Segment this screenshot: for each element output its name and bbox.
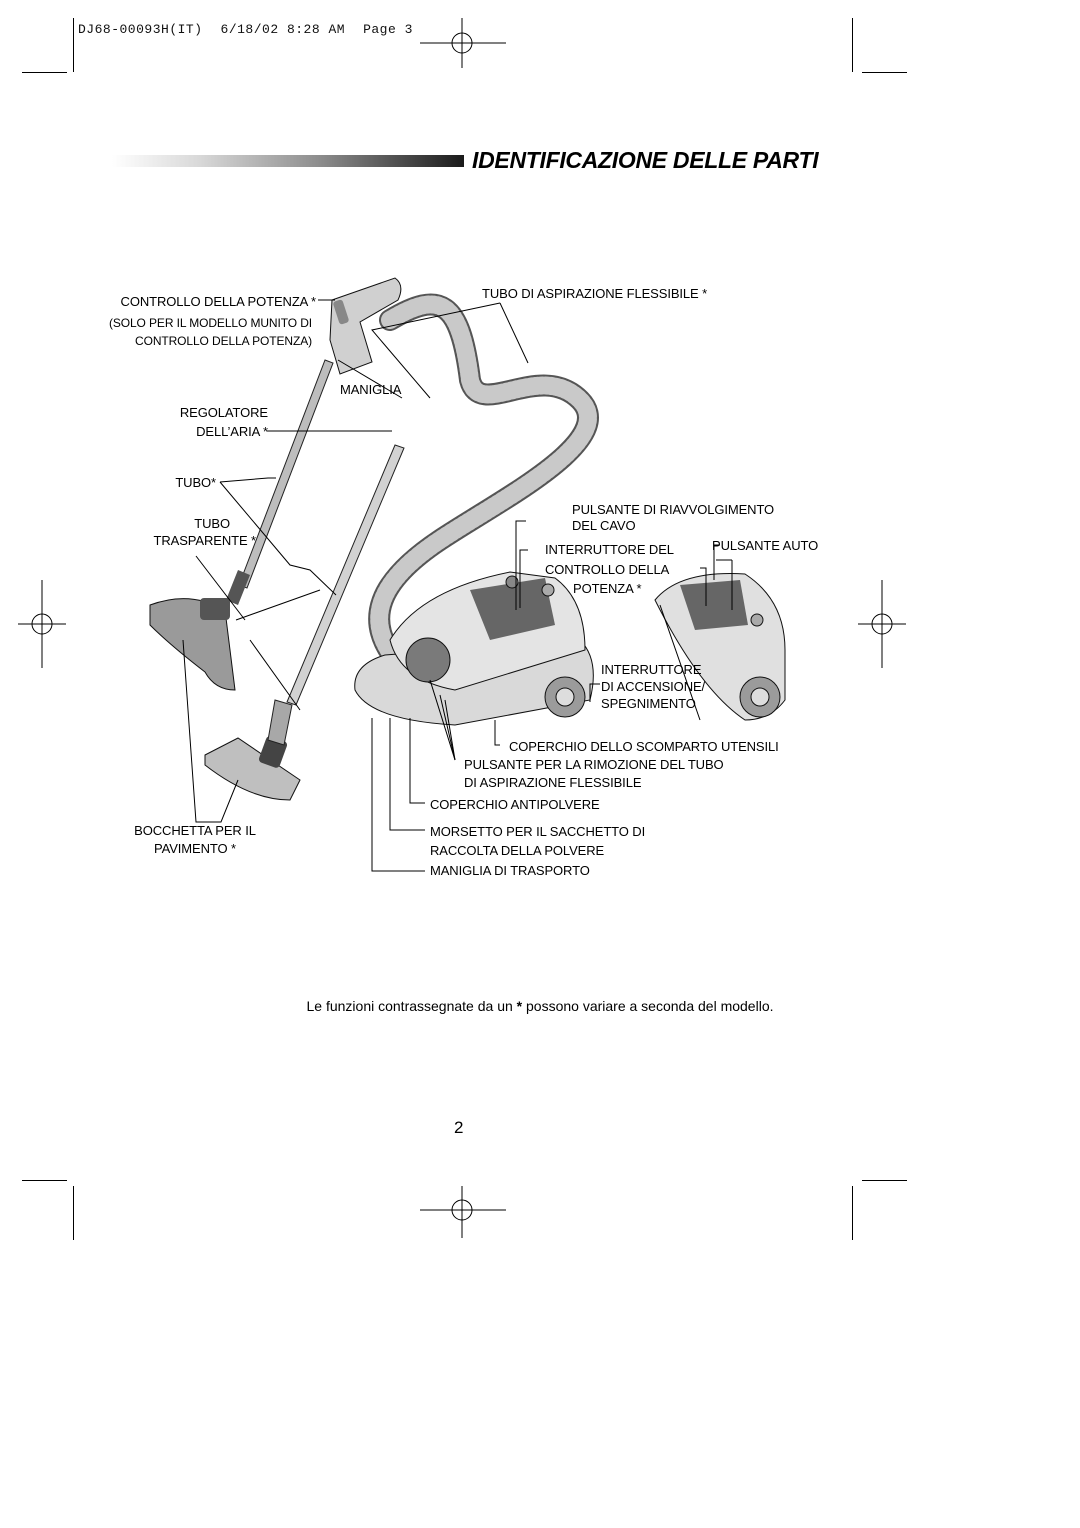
- footnote-text-after: possono variare a seconda del modello.: [526, 998, 774, 1014]
- label-tubo-trasparente-2: TRASPARENTE *: [153, 533, 257, 548]
- label-tubo-flessibile: TUBO DI ASPIRAZIONE FLESSIBILE *: [482, 286, 708, 301]
- floor-nozzle-upper: [149, 598, 236, 691]
- label-maniglia-trasporto: MANIGLIA DI TRASPORTO: [430, 863, 590, 878]
- label-potenza: POTENZA *: [573, 581, 642, 596]
- label-controllo-della: CONTROLLO DELLA: [545, 562, 670, 577]
- label-pulsante-rimozione-2: DI ASPIRAZIONE FLESSIBILE: [464, 775, 642, 790]
- label-interruttore-3: SPEGNIMENTO: [601, 696, 696, 711]
- label-regolatore-1: REGOLATORE: [179, 405, 268, 420]
- label-interruttore-del: INTERRUTTORE DEL: [545, 542, 674, 557]
- label-solo-modello-2: CONTROLLO DELLA POTENZA): [135, 334, 312, 348]
- registration-mark-top: [420, 18, 506, 68]
- label-morsetto-1: MORSETTO PER IL SACCHETTO DI: [430, 824, 646, 839]
- label-pulsante-rimozione-1: PULSANTE PER LA RIMOZIONE DEL TUBO: [464, 757, 724, 772]
- label-bocchetta-1: BOCCHETTA PER IL: [134, 823, 256, 838]
- label-pulsante-riavvolgimento-1: PULSANTE DI RIAVVOLGIMENTO: [572, 502, 775, 517]
- label-maniglia: MANIGLIA: [340, 382, 402, 397]
- title-gradient-bar: [112, 155, 464, 167]
- print-header-page: Page 3: [363, 22, 413, 37]
- label-interruttore-1: INTERRUTTORE: [601, 662, 702, 677]
- registration-mark-right: [858, 580, 906, 668]
- print-header-time: 8:28 AM: [286, 22, 346, 37]
- footnote: Le funzioni contrassegnate da un * posso…: [0, 998, 1080, 1014]
- registration-mark-bottom: [420, 1186, 506, 1238]
- label-pulsante-riavvolgimento-2: DEL CAVO: [572, 518, 636, 533]
- page-number: 2: [454, 1118, 464, 1137]
- label-tubo: TUBO*: [175, 475, 216, 490]
- print-header: DJ68-00093H(IT) 6/18/02 8:28 AM Page 3: [78, 22, 413, 37]
- vacuum-body-detail: [654, 573, 786, 721]
- flexible-hose: [368, 293, 599, 676]
- vacuum-body: [354, 571, 594, 726]
- print-header-date: 6/18/02: [220, 22, 279, 37]
- label-interruttore-2: DI ACCENSIONE/: [601, 679, 706, 694]
- label-coperchio-antipolvere: COPERCHIO ANTIPOLVERE: [430, 797, 600, 812]
- label-regolatore-2: DELL’ARIA *: [196, 424, 268, 439]
- label-controllo-potenza: CONTROLLO DELLA POTENZA *: [120, 294, 317, 309]
- label-pulsante-auto: PULSANTE AUTO: [712, 538, 819, 553]
- footnote-star: *: [516, 998, 523, 1014]
- label-bocchetta-2: PAVIMENTO *: [154, 841, 236, 856]
- print-header-job: DJ68-00093H(IT): [78, 22, 203, 37]
- leader-lines: [182, 299, 733, 872]
- label-solo-modello-1: (SOLO PER IL MODELLO MUNITO DI: [108, 316, 312, 330]
- registration-mark-left: [18, 580, 66, 668]
- footnote-text-before: Le funzioni contrassegnate da un: [306, 998, 513, 1014]
- wand: [226, 359, 405, 706]
- label-tubo-trasparente-1: TUBO: [194, 516, 230, 531]
- page-title: IDENTIFICAZIONE DELLE PARTI: [472, 147, 819, 173]
- floor-nozzle-lower: [204, 699, 301, 801]
- label-coperchio-utensili: COPERCHIO DELLO SCOMPARTO UTENSILI: [509, 739, 779, 754]
- handle: [329, 277, 402, 375]
- label-morsetto-2: RACCOLTA DELLA POLVERE: [430, 843, 605, 858]
